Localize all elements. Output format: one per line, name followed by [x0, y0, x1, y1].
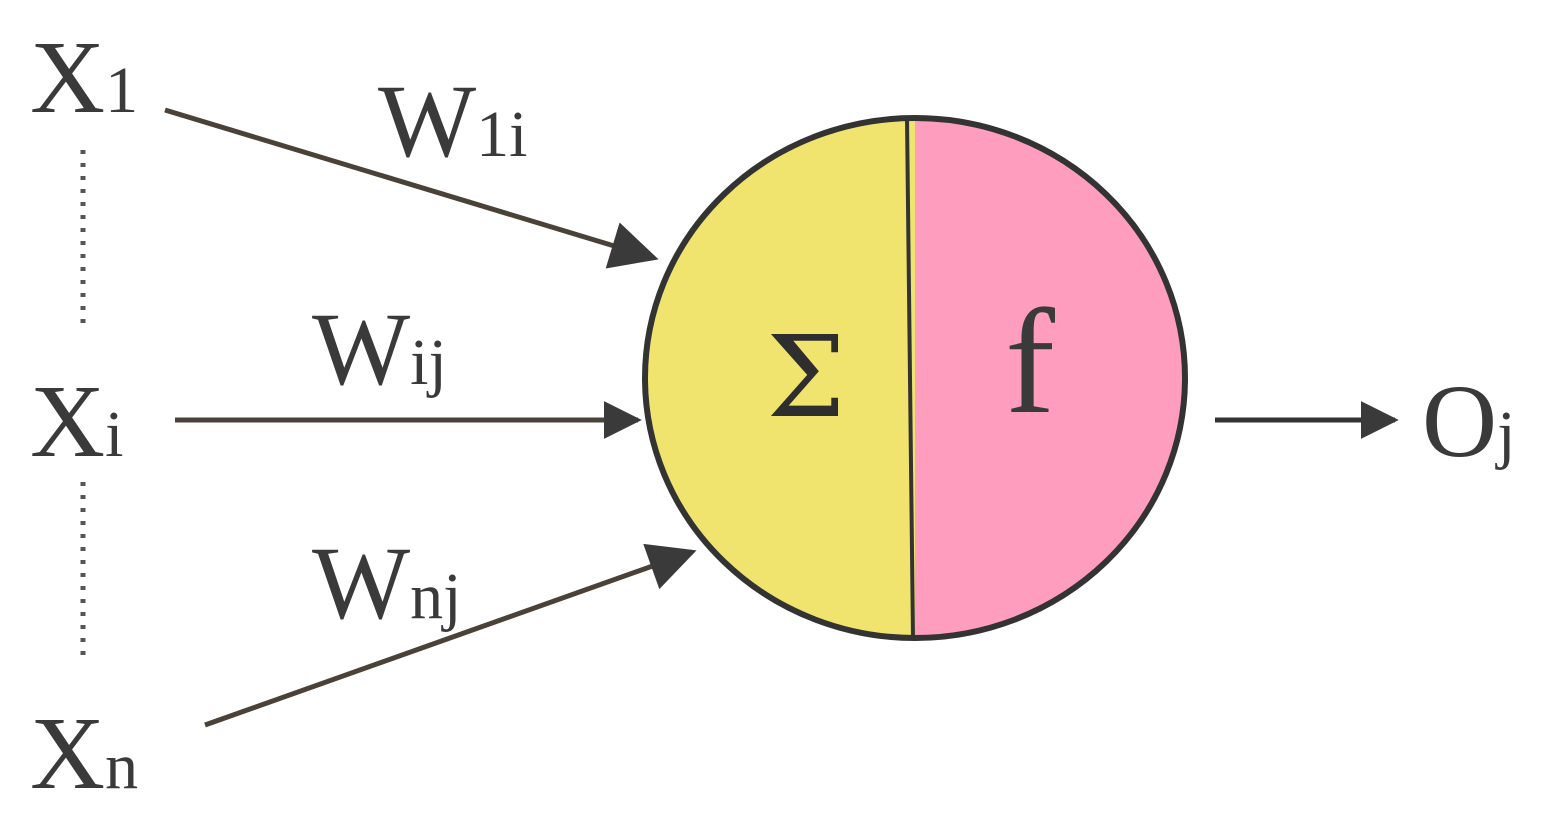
weight-label-wij: Wij	[312, 292, 447, 407]
input-label-x1: X1	[30, 20, 138, 135]
neuron-node: Σ f	[642, 115, 1188, 641]
sum-half	[645, 118, 915, 638]
sum-symbol: Σ	[766, 313, 845, 443]
weight-label-wnj: Wnj	[312, 526, 462, 641]
neuron-outline	[642, 115, 1188, 641]
neuron-divider	[905, 117, 915, 639]
activation-symbol: f	[1005, 279, 1055, 445]
output-label-oj: Oj	[1422, 364, 1515, 479]
weight-label-w1i: W1i	[378, 64, 528, 179]
input-label-xn: Xn	[30, 696, 138, 811]
input-arrow-x1	[164, 107, 659, 269]
input-label-xi: Xi	[30, 364, 123, 479]
activation-half	[915, 118, 1185, 638]
input-arrow-xn	[204, 543, 697, 728]
